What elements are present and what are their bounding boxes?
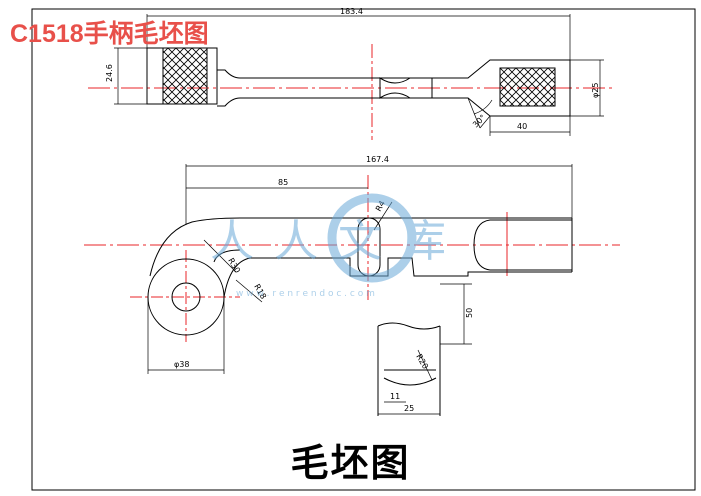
- top-view: 183.4 24.6 φ25 30° 40: [88, 7, 615, 140]
- angle-leg-2: [479, 115, 491, 129]
- dim-text-50: 50: [465, 308, 474, 318]
- arm-slot: [379, 77, 433, 99]
- watermark-ring: [327, 193, 417, 283]
- dim-text-11: 11: [390, 392, 400, 401]
- dim-text-r20: R20: [414, 353, 430, 371]
- front-arm-bottom: [223, 257, 572, 298]
- watermark-url: w w w . r e n r e n d o c . c o m: [236, 289, 375, 299]
- dim-text-85: 85: [278, 178, 288, 187]
- dim-text-dia25: φ25: [591, 83, 600, 98]
- dim-text-angle: 30°: [471, 113, 487, 129]
- front-arm-top: [149, 217, 572, 277]
- angle-arc: [473, 99, 493, 115]
- dim-text-183: 183.4: [340, 7, 363, 16]
- dim-text-24-6: 24.6: [105, 64, 114, 82]
- watermark-logo-text: 人人文库: [210, 216, 466, 267]
- leader-r18: [235, 279, 263, 303]
- left-boss-hatch: [162, 47, 208, 105]
- leader-r30: [203, 239, 237, 273]
- boss-inner-circle: [171, 282, 201, 312]
- front-rounded-end: [473, 219, 572, 271]
- section-arc: [383, 377, 437, 386]
- drawing-caption: 毛坯图: [290, 440, 411, 485]
- leader-r20: [417, 349, 433, 381]
- page-title: C1518手柄毛坯图: [10, 20, 209, 48]
- watermark: 人人文库 w w w . r e n r e n d o c . c o m: [210, 193, 466, 299]
- right-end-hatch: [499, 67, 556, 107]
- dim-text-40: 40: [517, 122, 527, 131]
- front-arm-inner-bend: [213, 249, 241, 263]
- dim-text-25: 25: [404, 404, 414, 413]
- dim-text-dia38: φ38: [174, 360, 189, 369]
- drawing-frame: [31, 8, 696, 491]
- arm-outline: [217, 59, 571, 117]
- front-view: 167.4 85 R4 R30 R18 φ38 50 R20 11 25: [84, 155, 620, 416]
- angle-leg-1: [467, 97, 481, 129]
- dim-text-167: 167.4: [366, 155, 389, 164]
- section-top-break: [377, 322, 441, 330]
